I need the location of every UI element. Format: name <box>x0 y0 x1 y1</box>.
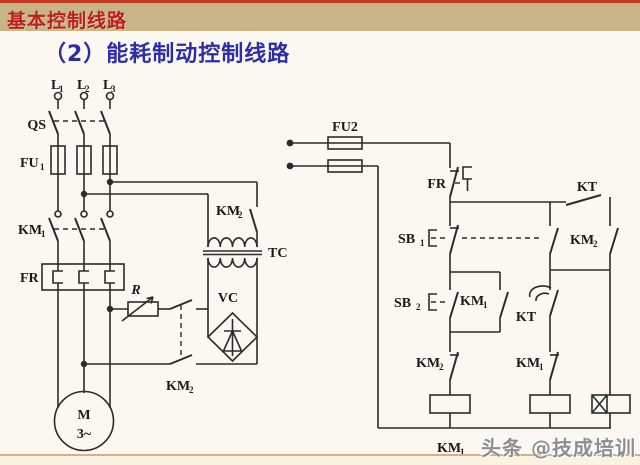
label-km2-brake: KM <box>166 379 190 394</box>
svg-text:2: 2 <box>593 239 598 249</box>
fu2-fuses: FU2 <box>286 120 450 428</box>
braking-resistor: R <box>106 283 170 322</box>
label-l1: L <box>51 78 60 93</box>
label-l3: L <box>103 78 112 93</box>
svg-text:3: 3 <box>111 84 116 94</box>
svg-text:1: 1 <box>420 238 425 248</box>
km2-coil <box>529 394 571 428</box>
km1-coil <box>429 394 471 428</box>
svg-text:1: 1 <box>59 84 64 94</box>
km1-nc-interlock: KM 1 <box>516 351 559 395</box>
kt-delayed-contact: KT <box>516 270 559 352</box>
transformer-tc: TC <box>203 237 287 337</box>
terminal-circle <box>105 91 115 101</box>
svg-text:1: 1 <box>40 162 45 172</box>
braking-taps <box>80 178 257 198</box>
slide-subtitle: （2）能耗制动控制线路 <box>44 42 291 67</box>
motor-circle <box>53 390 115 452</box>
fu1-fuses: FU 1 <box>20 145 118 211</box>
sb2-start-and-hold: SB 2 KM 1 <box>394 271 509 333</box>
label-km2-tc: KM <box>216 204 240 219</box>
km2-no-contact: KM 2 <box>550 227 619 395</box>
kt-top-contact: KT <box>450 180 611 226</box>
fr-nc-contact: FR <box>427 143 472 202</box>
label-fr-ctrl: FR <box>427 177 447 192</box>
km2-nc-interlock: KM 2 <box>416 332 459 395</box>
fr-overload-box: FR <box>20 263 125 291</box>
km1-main-contacts: KM 1 <box>18 210 114 264</box>
braking-section: KM 2 TC VC <box>80 182 287 395</box>
label-km1-hold: KM <box>460 294 484 309</box>
svg-text:1: 1 <box>539 362 544 372</box>
label-sb1: SB <box>398 232 415 247</box>
bottom-strip <box>0 454 640 465</box>
control-circuit: FU2 FR KT KM <box>286 120 631 457</box>
label-kt-top: KT <box>577 180 598 195</box>
label-km2-no: KM <box>570 233 594 248</box>
svg-text:2: 2 <box>439 362 444 372</box>
label-kt-delay: KT <box>516 310 537 325</box>
kt-coil <box>591 394 631 428</box>
label-fr-main: FR <box>20 271 40 286</box>
slide-header-title: 基本控制线路 <box>7 10 128 32</box>
label-tc: TC <box>268 246 287 261</box>
svg-text:2: 2 <box>416 302 421 312</box>
phase-terminals: L 1 L 2 L 3 <box>51 78 116 101</box>
label-motor-phase: 3~ <box>77 427 92 442</box>
qs-switch: QS <box>27 99 111 146</box>
svg-text:2: 2 <box>238 210 243 220</box>
km2-braking-contacts: KM 2 <box>80 299 258 395</box>
svg-text:2: 2 <box>85 84 90 94</box>
svg-text:1: 1 <box>483 300 488 310</box>
label-km1-coil: KM <box>437 441 461 456</box>
bridge-rectifier-vc: VC <box>206 291 259 363</box>
label-motor-m: M <box>77 408 90 423</box>
label-l2: L <box>77 78 86 93</box>
km2-tc-switch: KM 2 <box>207 182 258 247</box>
label-vc: VC <box>218 291 238 306</box>
watermark: 头条 @技成培训 <box>481 436 636 460</box>
svg-text:2: 2 <box>189 385 194 395</box>
svg-text:1: 1 <box>460 447 465 457</box>
label-km1-nc: KM <box>516 356 540 371</box>
label-r: R <box>130 283 140 298</box>
label-fu2: FU2 <box>332 120 358 135</box>
sb1-stop-button: SB 1 <box>398 202 559 272</box>
label-qs: QS <box>27 118 46 133</box>
terminal-circle <box>53 91 63 101</box>
label-km2-nc: KM <box>416 356 440 371</box>
motor: M 3~ <box>53 290 115 452</box>
terminal-circle <box>79 91 89 101</box>
svg-text:1: 1 <box>41 229 46 239</box>
label-fu1: FU <box>20 156 39 171</box>
label-sb2: SB <box>394 296 411 311</box>
label-km1-main: KM <box>18 223 42 238</box>
bottom-bus: KM 1 <box>378 427 611 457</box>
slide-header-bar: 基本控制线路 <box>0 0 640 32</box>
